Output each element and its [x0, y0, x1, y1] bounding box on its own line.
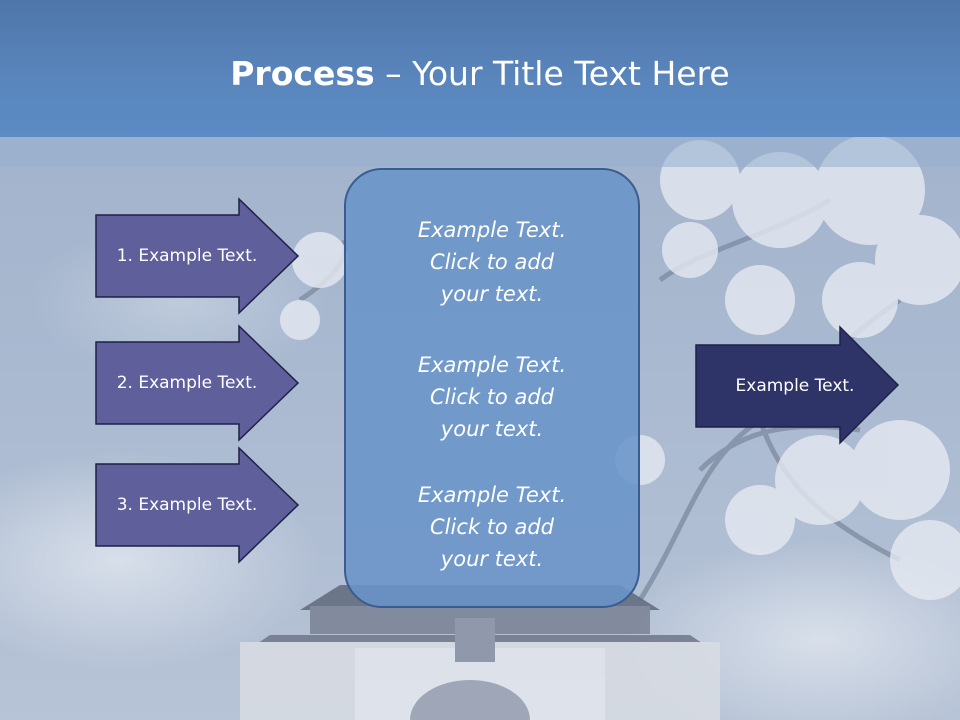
- panel-text-block-1[interactable]: Example Text. Click to add your text.: [346, 214, 638, 310]
- panel-text-block-2[interactable]: Example Text. Click to add your text.: [346, 349, 638, 445]
- panel-text-line: Click to add: [429, 250, 554, 274]
- center-text-panel[interactable]: Example Text. Click to add your text. Ex…: [344, 168, 640, 608]
- title-sub-band: [0, 137, 960, 167]
- right-arrow-shape: [95, 197, 300, 315]
- panel-text-line: Example Text.: [417, 218, 567, 242]
- title-bold: Process: [230, 54, 375, 93]
- process-arrow-3[interactable]: 3. Example Text.: [95, 446, 301, 564]
- process-arrow-2[interactable]: 2. Example Text.: [95, 324, 301, 442]
- result-arrow-label: Example Text.: [735, 376, 855, 396]
- panel-text-line: Click to add: [429, 515, 554, 539]
- title-band: [0, 0, 960, 137]
- process-arrow-1-label: 1. Example Text.: [116, 246, 258, 266]
- process-arrow-1[interactable]: 1. Example Text.: [95, 197, 301, 315]
- process-arrow-2-label: 2. Example Text.: [116, 373, 258, 393]
- panel-text-block-3[interactable]: Example Text. Click to add your text.: [346, 479, 638, 575]
- panel-text-line: Example Text.: [417, 353, 567, 377]
- right-arrow-shape: [95, 446, 300, 564]
- panel-text-line: your text.: [440, 417, 544, 441]
- slide-title[interactable]: Process – Your Title Text Here: [0, 52, 960, 96]
- result-arrow[interactable]: Example Text.: [695, 325, 901, 445]
- process-arrow-3-label: 3. Example Text.: [116, 495, 258, 515]
- panel-text-line: your text.: [440, 282, 544, 306]
- panel-text-line: your text.: [440, 547, 544, 571]
- title-rest: – Your Title Text Here: [374, 54, 730, 93]
- right-arrow-shape: [695, 325, 900, 445]
- panel-text-line: Click to add: [429, 385, 554, 409]
- panel-text-line: Example Text.: [417, 483, 567, 507]
- right-arrow-shape: [95, 324, 300, 442]
